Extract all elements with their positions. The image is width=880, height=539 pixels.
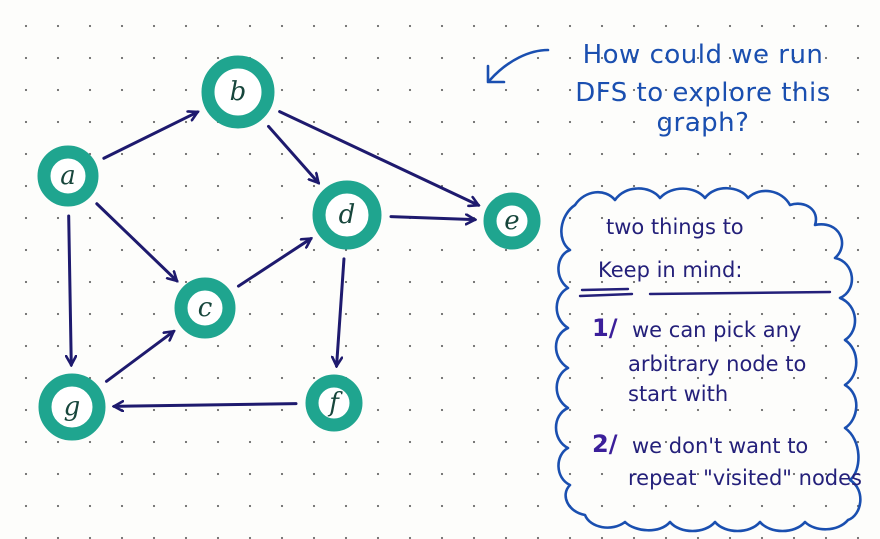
note-title-line-2: Keep in mind: — [598, 258, 743, 282]
note-item-2-number: 2/ — [592, 430, 618, 458]
node-ring-g — [38, 373, 106, 441]
node-label-d: d — [339, 200, 356, 230]
node-f: f — [305, 374, 363, 432]
cloud-outline — [554, 186, 862, 533]
edge-c-to-d — [236, 237, 311, 288]
edge-g-to-c — [104, 331, 173, 383]
node-ring-c — [174, 277, 236, 339]
question-line-1: How could we run — [582, 40, 824, 70]
note-item-1-number: 1/ — [592, 314, 618, 342]
nodes-layer: a b c d e f g — [37, 55, 541, 441]
edge-a-to-b — [102, 112, 198, 160]
node-label-c: c — [198, 293, 213, 323]
node-ring-a — [37, 145, 99, 207]
node-a: a — [37, 145, 99, 207]
note-item-1-line-3: start with — [628, 382, 729, 406]
node-label-g: g — [64, 392, 81, 422]
node-ring-d — [312, 180, 382, 250]
edge-a-to-c — [95, 202, 177, 281]
node-ring-e — [483, 192, 541, 250]
question-text: How could we run DFS to explore this gra… — [548, 40, 858, 138]
node-label-e: e — [504, 206, 519, 236]
edge-f-to-g — [114, 404, 298, 407]
edge-a-to-g — [69, 214, 72, 365]
edge-d-to-f — [337, 257, 346, 366]
note-item-2-line-1: we don't want to — [632, 434, 809, 458]
node-label-b: b — [230, 77, 247, 107]
curved-arrow-head-icon — [486, 64, 506, 84]
edge-b-to-e — [278, 110, 479, 206]
node-label-a: a — [60, 161, 76, 191]
note-title-line-1: two things to — [606, 215, 744, 239]
question-line-3: graph? — [656, 108, 750, 138]
title-underline — [578, 287, 832, 298]
edge-b-to-d — [267, 124, 319, 182]
node-g: g — [38, 373, 106, 441]
note-item-1-line-2: arbitrary node to — [628, 352, 807, 376]
node-ring-f — [305, 374, 363, 432]
note-item-1-line-1: we can pick any — [632, 318, 802, 342]
edge-d-to-e — [389, 217, 475, 220]
edges-layer — [69, 110, 479, 407]
node-d: d — [312, 180, 382, 250]
node-e: e — [483, 192, 541, 250]
note-item-2-line-2: repeat "visited" nodes — [628, 466, 862, 490]
question-line-2: DFS to explore this — [575, 78, 831, 108]
node-ring-b — [201, 55, 275, 129]
node-c: c — [174, 277, 236, 339]
node-b: b — [201, 55, 275, 129]
curved-arrow-icon — [488, 48, 550, 82]
